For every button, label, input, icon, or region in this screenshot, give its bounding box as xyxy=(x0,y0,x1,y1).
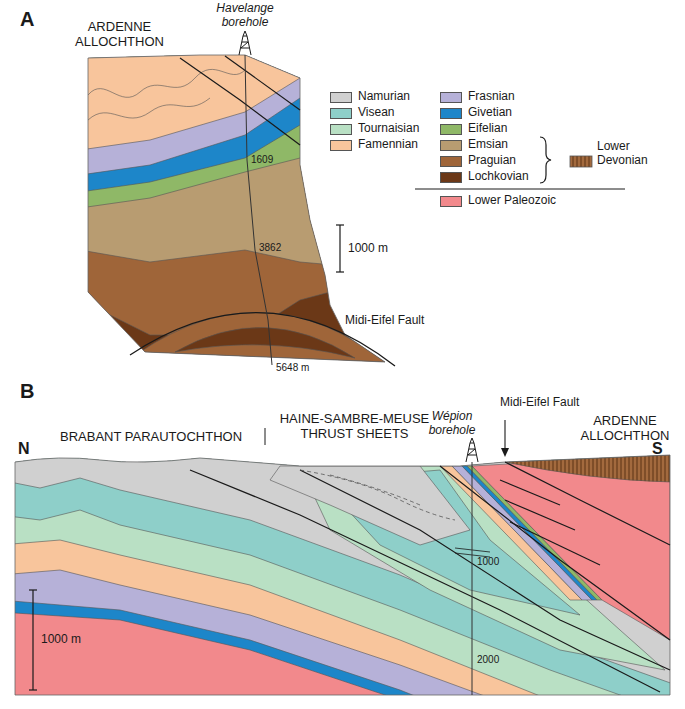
legend-swatch xyxy=(440,108,462,119)
legend-swatch xyxy=(330,140,352,151)
legend-text: Lower Devonian xyxy=(597,140,659,168)
dashed-trace xyxy=(330,475,420,505)
unit-name: HAINE-SAMBRE-MEUSE THRUST SHEETS xyxy=(272,412,437,442)
depth-mark: 2000 xyxy=(477,654,499,666)
legend-swatch xyxy=(440,140,462,151)
section-a-layers xyxy=(60,30,400,380)
scale-bar xyxy=(336,224,344,225)
legend-text: Praguian xyxy=(468,154,516,168)
fault-name: Midi-Eifel Fault xyxy=(345,314,424,328)
legend-text: Lochkovian xyxy=(468,170,529,184)
visean-layer xyxy=(0,440,685,709)
famennian-layer xyxy=(0,440,685,709)
frasnian-layer xyxy=(80,30,390,175)
legend-swatch xyxy=(440,156,462,167)
derrick-symbol xyxy=(466,438,478,462)
scale-bar xyxy=(29,590,37,690)
legend-text: Emsian xyxy=(468,138,508,152)
legend-text: Eifelian xyxy=(468,122,507,136)
depth-mark: 1609 xyxy=(251,154,273,166)
compass-letter: S xyxy=(652,440,663,458)
compass-letter: N xyxy=(18,440,30,458)
fold-trace xyxy=(88,69,245,97)
legend-swatch xyxy=(440,92,462,103)
fault-name: Midi-Eifel Fault xyxy=(500,396,579,410)
borehole-trace xyxy=(245,55,272,365)
legend-swatch xyxy=(330,108,352,119)
derrick-symbol xyxy=(239,31,251,55)
legend-text: Namurian xyxy=(358,90,410,104)
lochkovian-layer xyxy=(60,30,400,380)
scale-bar xyxy=(336,225,344,272)
givetian-layer xyxy=(0,440,685,709)
scale-bar xyxy=(29,689,37,690)
section-outline xyxy=(15,455,670,695)
thrust-fault xyxy=(440,466,670,640)
dashed-trace xyxy=(300,470,455,520)
footwall-lens xyxy=(175,327,355,358)
midi-eifel-fault xyxy=(505,462,670,545)
givetian-layer xyxy=(80,30,390,192)
legend-separator xyxy=(415,189,625,190)
legend-text: Famennian xyxy=(358,138,418,152)
lower-devonian-cover xyxy=(505,455,670,482)
legend-text: Lower Paleozoic xyxy=(468,194,556,208)
fault-line xyxy=(225,56,300,110)
praguian-layer xyxy=(80,30,390,335)
unit-name: ARDENNE ALLOCHTHON xyxy=(570,414,680,444)
scale-bar xyxy=(29,589,37,590)
fold-trace xyxy=(88,98,210,120)
emsian-layer xyxy=(80,30,390,270)
section-b-layers xyxy=(0,440,685,709)
domain-separator xyxy=(265,428,266,445)
derrick-symbol xyxy=(239,31,251,55)
panel-letter: A xyxy=(20,8,34,31)
thrust-fault xyxy=(300,470,670,670)
fault-pointer xyxy=(504,420,505,452)
section-outline xyxy=(88,55,385,362)
depth-mark: 5648 m xyxy=(276,362,309,374)
legend-text: Frasnian xyxy=(468,90,515,104)
frasnian-layer xyxy=(0,440,685,709)
legend-bracket xyxy=(540,137,551,183)
fault-pointer-head xyxy=(501,448,509,457)
scale-bar xyxy=(336,271,344,272)
allochthon-wedge xyxy=(472,455,670,640)
borehole-name: Havelange borehole xyxy=(210,2,280,30)
thrust-fault xyxy=(505,500,575,530)
fault-line xyxy=(180,58,300,145)
thrust-faults xyxy=(190,462,670,692)
scale-bar xyxy=(32,590,33,690)
panel-letter: B xyxy=(20,380,34,403)
scale-label: 1000 m xyxy=(348,242,388,256)
legend-swatch xyxy=(440,196,462,207)
depth-mark: 3862 xyxy=(259,242,281,254)
borehole-name: Wépion borehole xyxy=(423,410,481,438)
scale-bar xyxy=(339,225,340,272)
legend-swatch xyxy=(330,124,352,135)
legend-text: Tournaisian xyxy=(358,122,419,136)
legend-text: Visean xyxy=(358,106,394,120)
legend-swatch xyxy=(440,124,462,135)
thrust-fault xyxy=(510,522,600,565)
unit-name: BRABANT PARAUTOCHTHON xyxy=(60,430,242,445)
tournaisian-layer xyxy=(0,440,685,709)
scale-label: 1000 m xyxy=(41,633,81,647)
unit-name: ARDENNE ALLOCHTHON xyxy=(62,20,177,50)
legend-hatch-swatch xyxy=(570,156,592,167)
legend-swatch xyxy=(330,92,352,103)
legend-swatch xyxy=(440,172,462,183)
legend-text: Givetian xyxy=(468,106,512,120)
depth-mark: 1000 xyxy=(477,556,499,568)
borehole-trace xyxy=(472,462,473,695)
